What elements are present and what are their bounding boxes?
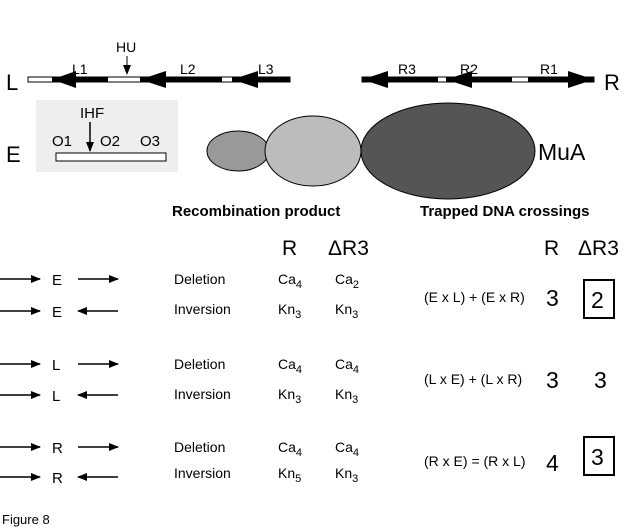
L2-label: L2 bbox=[180, 61, 196, 77]
L-end-label: L bbox=[6, 70, 18, 95]
dR3-count-box bbox=[583, 279, 615, 319]
HU-label: HU bbox=[116, 39, 136, 55]
row-dR3-product: Kn3 bbox=[335, 465, 358, 485]
R2-label: R2 bbox=[460, 61, 478, 77]
row-type: Deletion bbox=[174, 271, 225, 287]
R2-arrow bbox=[446, 71, 472, 88]
R3-arrow bbox=[362, 71, 388, 88]
crossings-formula: (R x E) = (R x L) bbox=[424, 453, 526, 469]
R-count: 3 bbox=[546, 367, 559, 393]
dR3-count: 3 bbox=[594, 367, 607, 393]
R1-arrow bbox=[568, 71, 594, 88]
col-dR3-count-header: ΔR3 bbox=[578, 237, 619, 260]
row-dR3-product: Ca4 bbox=[335, 439, 359, 459]
E-label: E bbox=[6, 142, 21, 167]
row-R-product: Ca4 bbox=[278, 439, 302, 459]
row-R-product: Ca4 bbox=[278, 356, 302, 376]
col-dR3-header: ΔR3 bbox=[328, 237, 369, 260]
mua-domain-3 bbox=[360, 102, 536, 200]
row-type: Inversion bbox=[174, 301, 231, 317]
row-type: Deletion bbox=[174, 439, 225, 455]
R-end-label: R bbox=[604, 70, 620, 95]
L3-label: L3 bbox=[258, 61, 274, 77]
L2-arrow bbox=[140, 71, 166, 88]
row-site-label: E bbox=[52, 272, 62, 289]
row-R-product: Ca4 bbox=[278, 271, 302, 291]
row-type: Inversion bbox=[174, 386, 231, 402]
row-site-label: E bbox=[52, 304, 62, 321]
row-site-label: L bbox=[52, 388, 60, 405]
group-L: L Deletion Ca4 Ca4 L Inversion Kn3 Kn3 (… bbox=[0, 356, 607, 406]
group-E: E Deletion Ca4 Ca2 E Inversion Kn3 Kn3 (… bbox=[0, 271, 615, 321]
dR3-count-box bbox=[583, 436, 615, 476]
L1-arrow bbox=[52, 71, 76, 88]
L3-arrow bbox=[232, 71, 258, 88]
row-R-product: Kn3 bbox=[278, 386, 301, 406]
row-type: Inversion bbox=[174, 465, 231, 481]
row-type: Deletion bbox=[174, 356, 225, 372]
R-dna-bar bbox=[361, 76, 595, 83]
row-dR3-product: Kn3 bbox=[335, 386, 358, 406]
dR3-count: 2 bbox=[591, 287, 604, 313]
MuA-label: MuA bbox=[538, 139, 586, 165]
R1-label: R1 bbox=[540, 61, 558, 77]
row-dR3-product: Kn3 bbox=[335, 301, 358, 321]
E-site-box bbox=[55, 152, 167, 162]
row-site-label: R bbox=[52, 440, 63, 457]
dR3-count: 3 bbox=[591, 444, 604, 470]
O2-label: O2 bbox=[100, 133, 120, 150]
O1-label: O1 bbox=[52, 133, 72, 150]
row-R-product: Kn3 bbox=[278, 301, 301, 321]
mua-domain-2 bbox=[264, 115, 362, 187]
crossings-formula: (E x L) + (E x R) bbox=[424, 289, 525, 305]
col-R-count-header: R bbox=[544, 237, 559, 260]
O3-label: O3 bbox=[140, 133, 160, 150]
trapped-crossings-header: Trapped DNA crossings bbox=[420, 203, 589, 220]
group-R: R Deletion Ca4 Ca4 R Inversion Kn5 Kn3 (… bbox=[0, 436, 615, 487]
R3-label: R3 bbox=[398, 61, 416, 77]
row-R-product: Kn5 bbox=[278, 465, 301, 485]
figure-label: Figure 8 bbox=[2, 512, 50, 527]
row-dR3-product: Ca4 bbox=[335, 356, 359, 376]
L1-label: L1 bbox=[72, 61, 88, 77]
IHF-label: IHF bbox=[80, 105, 104, 122]
R-count: 3 bbox=[546, 285, 559, 311]
R-count: 4 bbox=[546, 450, 559, 476]
crossings-formula: (L x E) + (L x R) bbox=[424, 371, 522, 387]
recombination-product-header: Recombination product bbox=[172, 203, 340, 220]
col-R-header: R bbox=[282, 237, 297, 260]
mua-domain-1 bbox=[206, 130, 270, 172]
row-site-label: R bbox=[52, 470, 63, 487]
row-dR3-product: Ca2 bbox=[335, 271, 359, 291]
row-site-label: L bbox=[52, 357, 60, 374]
